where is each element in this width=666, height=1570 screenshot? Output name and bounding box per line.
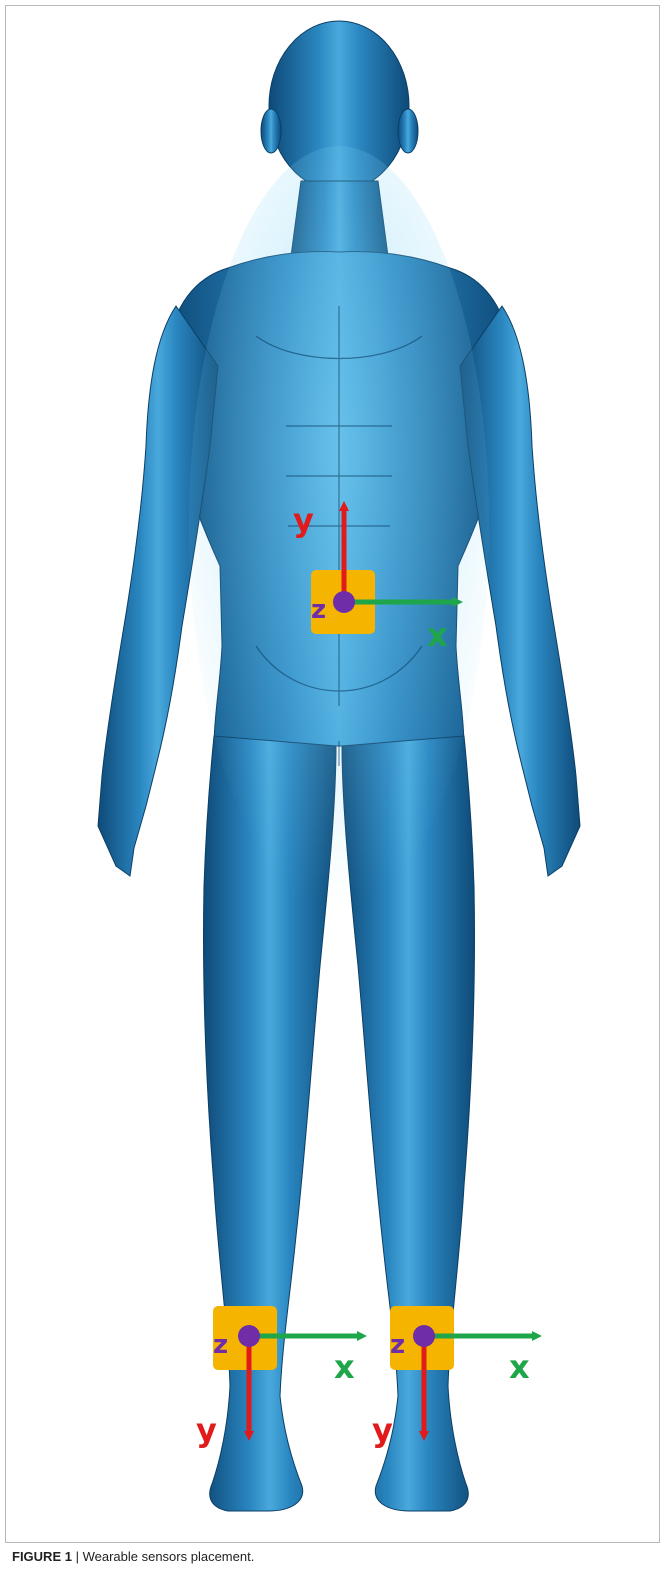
right-ankle-z-axis-dot: [238, 1325, 260, 1347]
right-ankle-z-label: z: [213, 1330, 228, 1360]
figure-caption-text: Wearable sensors placement.: [83, 1549, 255, 1564]
figure-frame: y z x z x y z x y: [5, 5, 660, 1543]
left-ankle-z-label: z: [390, 1330, 405, 1360]
ear-shape: [261, 109, 281, 153]
waist-z-axis-dot: [333, 591, 355, 613]
left-ankle-z-axis-dot: [413, 1325, 435, 1347]
waist-z-label: z: [311, 595, 326, 625]
ear-shape: [398, 109, 418, 153]
figure-caption-separator: |: [72, 1549, 83, 1564]
waist-y-label: y: [293, 501, 314, 539]
right-ankle-y-label: y: [196, 1411, 217, 1449]
waist-x-label: x: [427, 616, 448, 654]
figure-caption-label: FIGURE 1: [12, 1549, 72, 1564]
right-ankle-x-label: x: [334, 1348, 355, 1386]
figure-caption: FIGURE 1 | Wearable sensors placement.: [12, 1549, 652, 1564]
left-ankle-x-label: x: [509, 1348, 530, 1386]
left-ankle-y-label: y: [372, 1411, 393, 1449]
figure-illustration: y z x z x y z x y: [6, 6, 660, 1543]
